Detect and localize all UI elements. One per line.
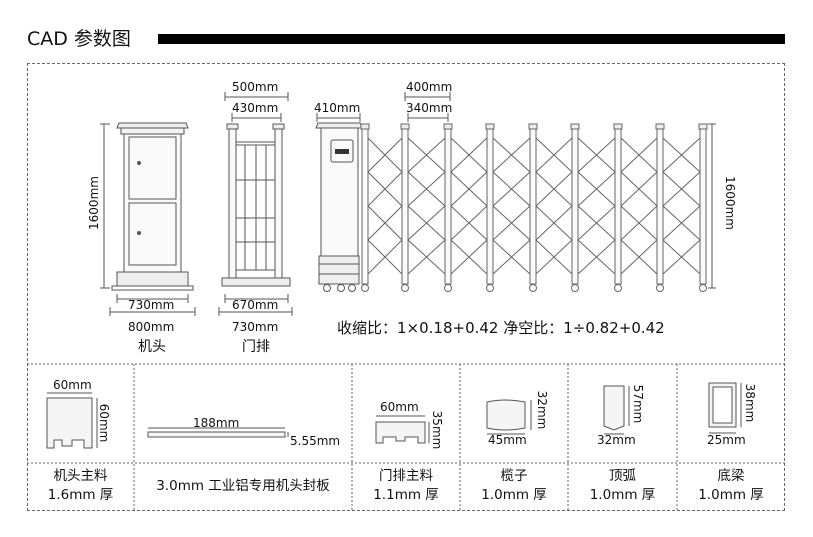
gate-wheel [571, 284, 579, 292]
profile-bottom-beam-h: 38mm [743, 383, 757, 423]
gate-lattice-bar [450, 171, 488, 207]
gate-lattice-bar [407, 171, 446, 207]
profile-cover-plate-w: 188mm [193, 416, 240, 430]
gate-lattice-bar [620, 137, 658, 173]
title-underline-bar [158, 34, 785, 44]
gate-post-cap [613, 123, 623, 130]
gate-lattice-bar [407, 205, 446, 241]
gate-lattice-bar [662, 137, 701, 173]
gate-lattice-bar [577, 171, 616, 207]
profile-lanzi-w: 45mm [488, 433, 527, 447]
gate-wheel [486, 284, 494, 292]
gate-post-cap [485, 123, 495, 130]
profile-top-arc-w: 32mm [597, 433, 636, 447]
gate-wheel [529, 284, 537, 292]
profile-bottom-beam-name: 底梁 [717, 468, 745, 484]
gate-lattice-bar [577, 137, 616, 173]
profile-bottom-beam-w: 25mm [707, 433, 746, 447]
gate-lattice-bar [620, 171, 658, 207]
profile-machine-head-main-thickness: 1.6mm 厚 [47, 487, 114, 503]
profile-cover-plate-name: 3.0mm 工业铝专用机头封板 [156, 478, 330, 494]
gate-lattice-bar [492, 137, 531, 173]
gate-wheel [699, 284, 707, 292]
gate-pitch-inner-label: 340mm [406, 101, 453, 115]
gate-lattice-bar [367, 205, 403, 241]
gate-lattice-bar [450, 239, 488, 275]
gate-wheel [614, 284, 622, 292]
gate-wheel [444, 284, 452, 292]
gate-lattice-bar [662, 239, 701, 275]
gate-post-cap [570, 123, 580, 130]
gate-lattice-bar [535, 239, 573, 275]
gate-post-cap [655, 123, 665, 130]
profile-lanzi-thickness: 1.0mm 厚 [481, 487, 547, 503]
gate-head-width-label: 410mm [314, 101, 361, 115]
gate-lattice-bar [535, 205, 573, 241]
gate-post-cap [360, 123, 370, 130]
gate-lattice-bar [577, 239, 616, 275]
gate-lattice-bar [492, 239, 531, 275]
profile-machine-head-main-name: 机头主料 [53, 468, 108, 484]
gate-lattice-bar [367, 239, 403, 275]
gate-lattice-bar [367, 137, 403, 173]
door-row-caption: 门排 [242, 339, 270, 355]
gate-pitch-outer-label: 400mm [406, 80, 453, 94]
profile-top-arc-thickness: 1.0mm 厚 [589, 487, 656, 503]
gate-lattice-bar [450, 205, 488, 241]
gate-wheel [401, 284, 409, 292]
gate-lattice-bar [367, 171, 403, 207]
profile-lanzi-name: 榄子 [500, 468, 528, 484]
profile-cover-plate-h: 5.55mm [290, 434, 341, 448]
gate-lattice-bar [535, 137, 573, 173]
profile-door-row-main-w: 60mm [380, 400, 419, 414]
gate-wheel [656, 284, 664, 292]
gate-lattice-bar [492, 205, 531, 241]
gate-lattice-bar [577, 205, 616, 241]
gate-lattice-bar [662, 205, 701, 241]
door-row-top-outer-label: 500mm [232, 80, 279, 94]
gate-post-cap [528, 123, 538, 130]
profile-door-row-main-name: 门排主料 [379, 468, 433, 484]
door-row-base-outer-label: 730mm [232, 320, 279, 334]
profile-machine-head-main-w: 60mm [53, 378, 92, 392]
gate-lattice-bar [450, 137, 488, 173]
machine-head-base-outer-label: 800mm [128, 320, 175, 334]
gate-lattice-bar [407, 137, 446, 173]
gate-ratio-formula: 收缩比：1×0.18+0.42 净空比：1÷0.82+0.42 [337, 319, 665, 337]
profile-bottom-beam-thickness: 1.0mm 厚 [698, 487, 764, 503]
gate-lattice-bar [492, 171, 531, 207]
diagram-frame [27, 63, 785, 511]
gate-lattice-bar [620, 239, 658, 275]
gate-post-cap [443, 123, 453, 130]
profile-top-arc-name: 顶弧 [609, 468, 636, 484]
machine-head-caption: 机头 [138, 339, 166, 355]
gate-wheel [361, 284, 369, 292]
gate-post-cap [400, 123, 410, 130]
door-row-base-inner-label: 670mm [232, 298, 279, 312]
gate-post-cap [698, 123, 708, 130]
machine-head-base-inner-label: 730mm [128, 298, 175, 312]
profile-door-row-main-thickness: 1.1mm 厚 [373, 487, 439, 503]
gate-lattice-bar [662, 171, 701, 207]
gate-lattice-bar [407, 239, 446, 275]
gate-lattice-bar [620, 205, 658, 241]
page-title: CAD 参数图 [27, 28, 131, 50]
door-row-top-inner-label: 430mm [232, 101, 279, 115]
gate-lattice-bar [535, 171, 573, 207]
